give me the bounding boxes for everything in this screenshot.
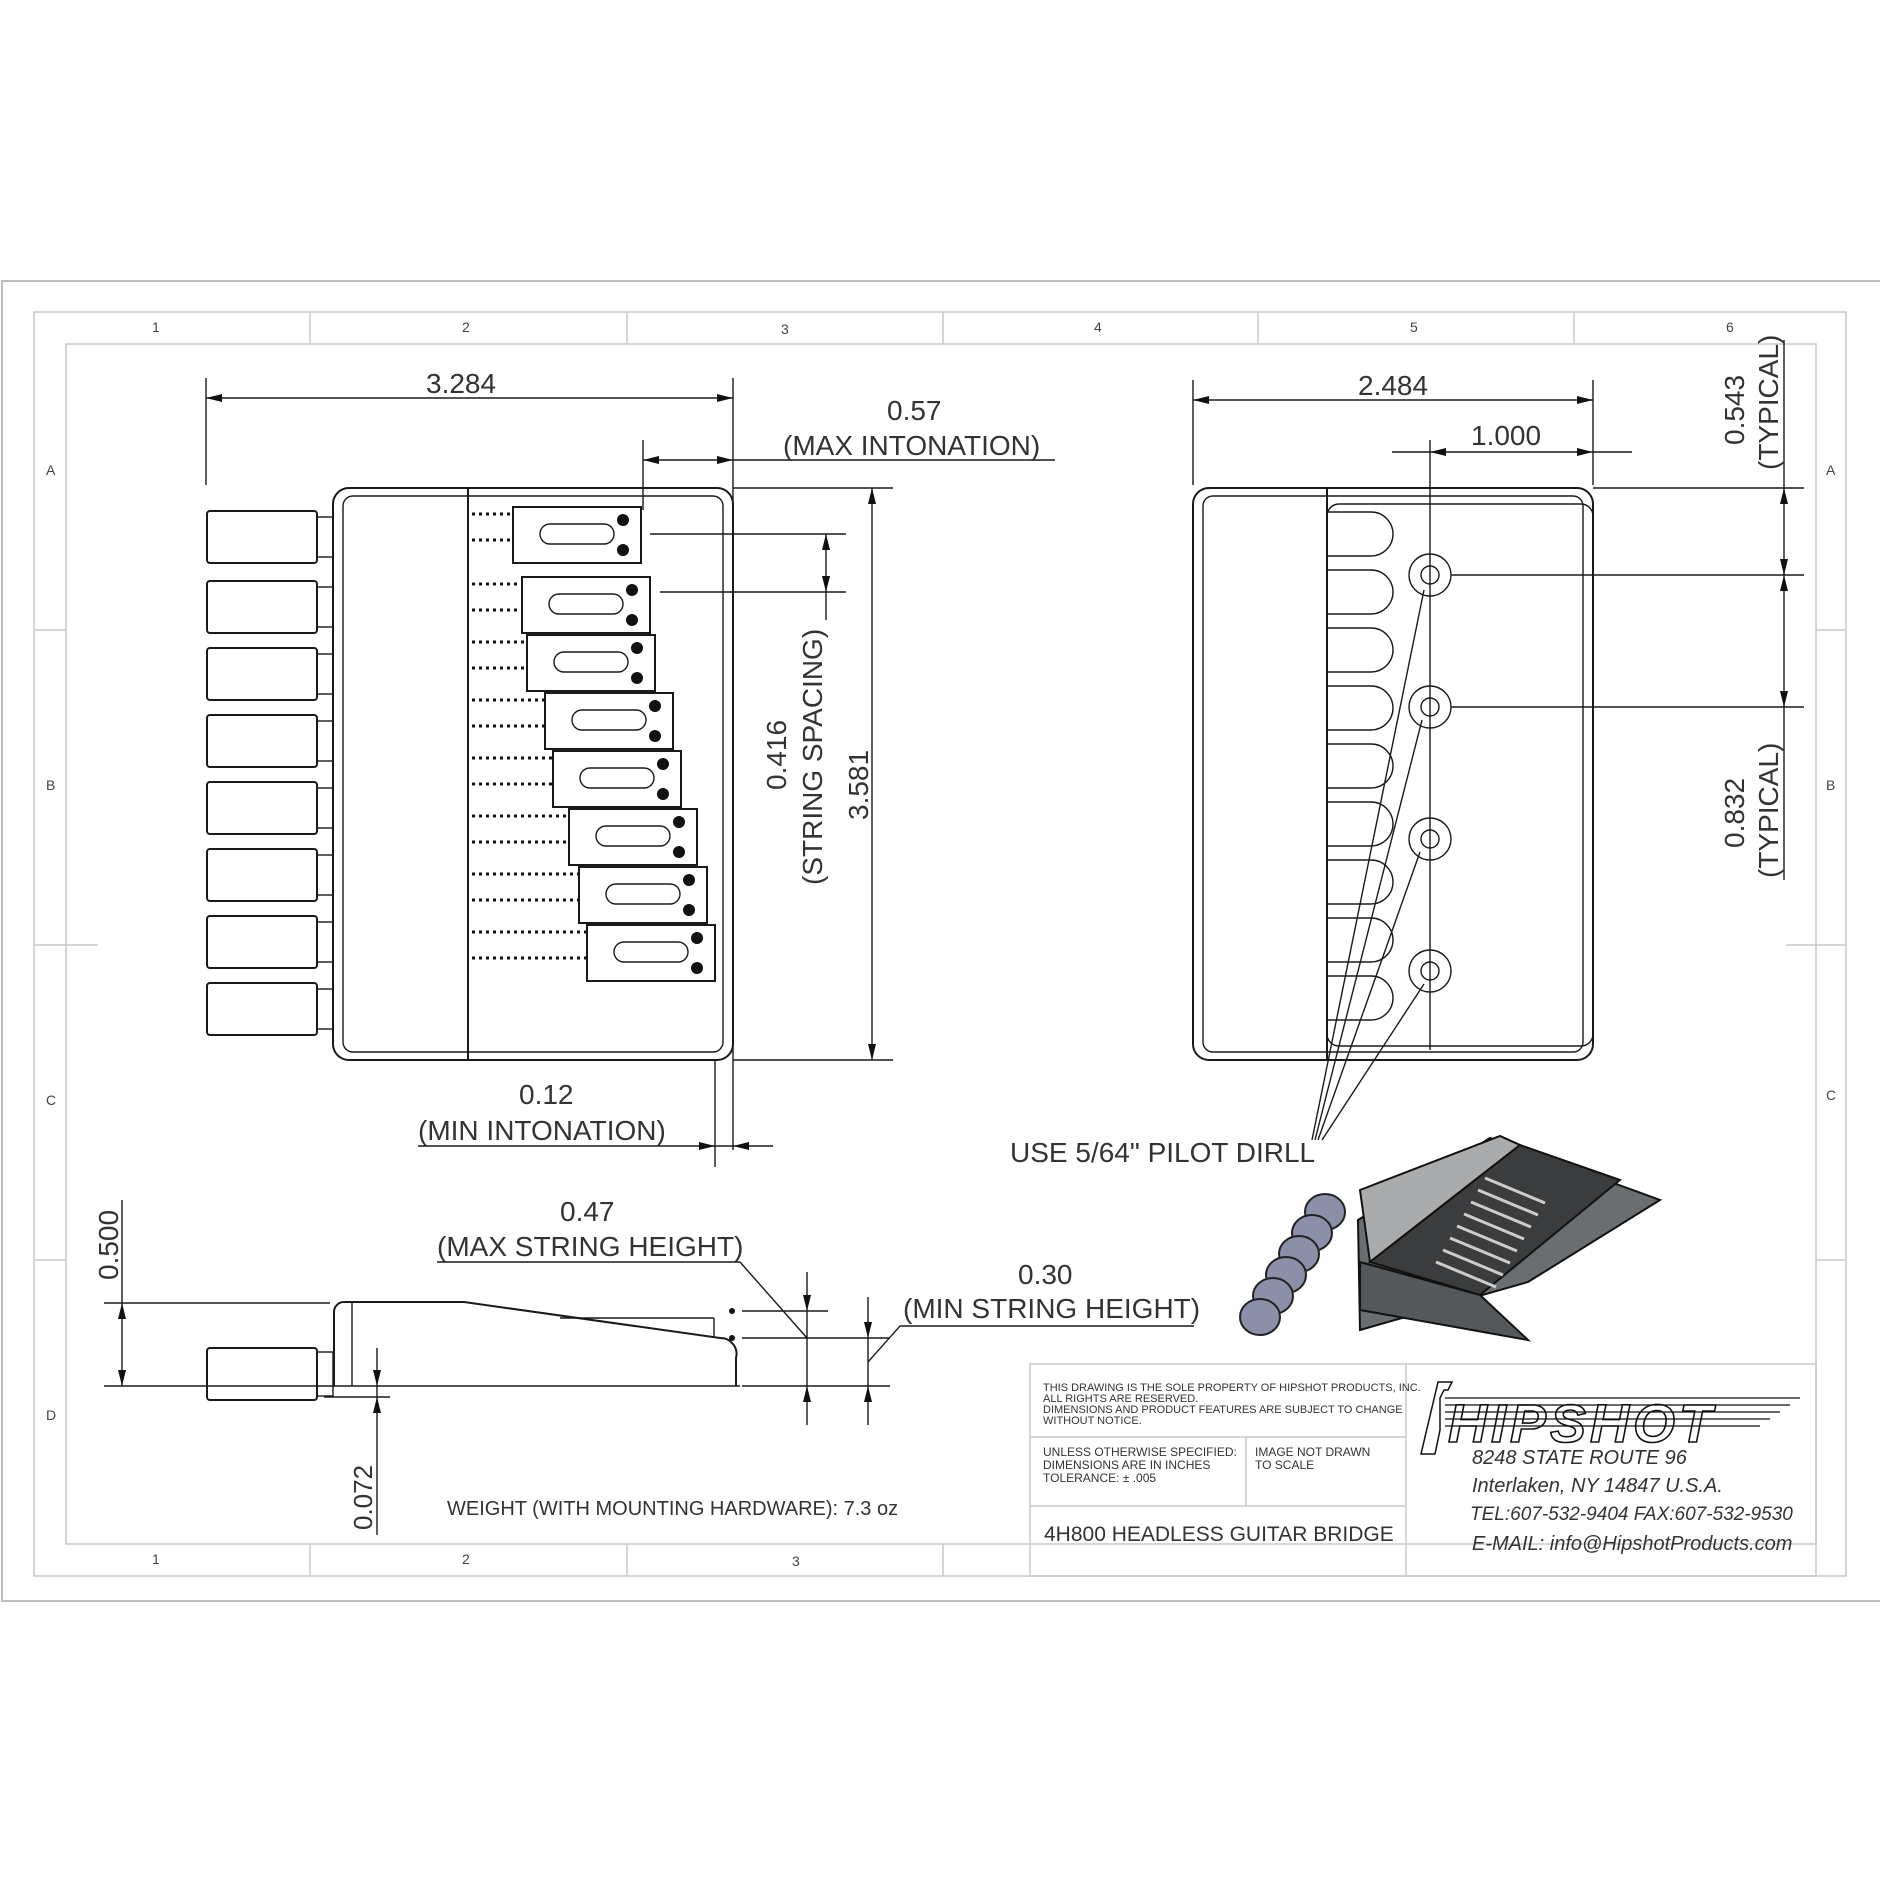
- top-view: 3.284 0.57 (MAX INTONATION) 3.581 0.416 …: [205, 368, 1055, 1167]
- sheet-edge: [1, 280, 1880, 1602]
- svg-text:3: 3: [781, 321, 789, 337]
- zone-border-inner: [65, 343, 1817, 1545]
- render-saddles: [1435, 1176, 1546, 1289]
- svg-text:B: B: [1826, 777, 1835, 793]
- svg-text:4: 4: [1094, 319, 1102, 335]
- dim-hole-spacing-value: 0.832: [1719, 778, 1750, 848]
- address-line-1: 8248 STATE ROUTE 96: [1472, 1447, 1688, 1469]
- dim-edge-to-hole-value: 0.543: [1719, 375, 1750, 445]
- spec-note-line-1: UNLESS OTHERWISE SPECIFIED:: [1043, 1445, 1237, 1459]
- dim-max-string-height-value: 0.47: [560, 1196, 615, 1227]
- spec-note-line-3: TOLERANCE: ± .005: [1043, 1471, 1156, 1485]
- zone-labels-right: A B C: [1826, 462, 1836, 1103]
- dim-string-spacing-label: (STRING SPACING): [797, 629, 828, 885]
- scale-note-line-2: TO SCALE: [1255, 1458, 1314, 1472]
- scale-note-line-1: IMAGE NOT DRAWN: [1255, 1445, 1370, 1459]
- zone-dividers-bottom: [309, 1544, 944, 1576]
- svg-text:2: 2: [462, 1551, 470, 1567]
- address-line-2: Interlaken, NY 14847 U.S.A.: [1472, 1475, 1723, 1497]
- render-tuners: [1239, 1193, 1346, 1336]
- zone-border-outer: [33, 311, 1847, 1577]
- isometric-render: [1239, 1134, 1663, 1342]
- dim-overall-length: 3.581: [843, 750, 874, 820]
- zone-dividers-left: [34, 629, 98, 1261]
- dim-hole-spacing-label: (TYPICAL): [1753, 743, 1784, 878]
- dim-max-intonation-label: (MAX INTONATION): [783, 430, 1040, 461]
- svg-text:6: 6: [1726, 319, 1734, 335]
- zone-labels-top: 1 2 3 4 5 6: [152, 319, 1734, 337]
- svg-text:C: C: [46, 1092, 56, 1108]
- zone-dividers-top: [309, 312, 1575, 344]
- dim-min-intonation-value: 0.12: [519, 1079, 574, 1110]
- dim-bottom-width: 2.484: [1358, 370, 1428, 401]
- dim-overall-width: 3.284: [426, 368, 496, 399]
- dim-min-string-height-label: (MIN STRING HEIGHT): [903, 1293, 1200, 1324]
- title-block: THIS DRAWING IS THE SOLE PROPERTY OF HIP…: [1029, 1363, 1817, 1577]
- svg-text:1: 1: [152, 1551, 160, 1567]
- svg-text:C: C: [1826, 1087, 1836, 1103]
- phone-fax: TEL:607-532-9404 FAX:607-532-9530: [1470, 1504, 1793, 1525]
- spec-note-line-2: DIMENSIONS ARE IN INCHES: [1043, 1458, 1210, 1472]
- svg-text:D: D: [46, 1407, 56, 1423]
- weight-note: WEIGHT (WITH MOUNTING HARDWARE): 7.3 oz: [447, 1498, 898, 1520]
- dim-plate-thickness: 0.072: [348, 1465, 378, 1530]
- svg-text:3: 3: [792, 1553, 800, 1569]
- dim-string-spacing-value: 0.416: [761, 720, 792, 790]
- zone-labels-left: A B C D: [46, 462, 56, 1423]
- hipshot-logo: HIPSHOT: [1420, 1381, 1800, 1455]
- property-notice-line-2: ALL RIGHTS ARE RESERVED.: [1043, 1393, 1198, 1405]
- saddles: [472, 506, 716, 982]
- bridge-body-outline: [332, 487, 734, 1061]
- svg-text:2: 2: [462, 319, 470, 335]
- property-notice-line-4: WITHOUT NOTICE.: [1043, 1415, 1142, 1427]
- side-view: 0.500 0.072 0.47 (MAX STRING HEIGHT) 0.3…: [93, 1196, 1200, 1535]
- zone-dividers-right: [1786, 629, 1846, 1261]
- dim-base-height: 0.500: [93, 1210, 124, 1280]
- dim-min-string-height-value: 0.30: [1018, 1259, 1073, 1290]
- pilot-drill-leaders: [1311, 589, 1425, 1141]
- part-title: 4H800 HEADLESS GUITAR BRIDGE: [1044, 1523, 1394, 1546]
- svg-text:A: A: [46, 462, 56, 478]
- bottom-view: USE 5/64" PILOT DIRLL 2.484 1.000 0.543 …: [1010, 335, 1804, 1168]
- svg-text:B: B: [46, 777, 55, 793]
- dim-edge-to-hole-label: (TYPICAL): [1753, 335, 1784, 470]
- email-address: E-MAIL: info@HipshotProducts.com: [1472, 1533, 1792, 1555]
- dim-min-intonation-label: (MIN INTONATION): [418, 1115, 666, 1146]
- logo-text: HIPSHOT: [1448, 1394, 1716, 1454]
- property-notice-line-1: THIS DRAWING IS THE SOLE PROPERTY OF HIP…: [1043, 1382, 1421, 1394]
- svg-text:A: A: [1826, 462, 1836, 478]
- dim-max-string-height-label: (MAX STRING HEIGHT): [437, 1231, 743, 1262]
- svg-text:1: 1: [152, 319, 160, 335]
- tuner-knobs: [206, 510, 334, 1036]
- dim-max-intonation-value: 0.57: [887, 395, 942, 426]
- property-notice-line-3: DIMENSIONS AND PRODUCT FEATURES ARE SUBJ…: [1043, 1404, 1403, 1416]
- saddle-slots: [1327, 511, 1394, 1021]
- svg-text:5: 5: [1410, 319, 1418, 335]
- dim-hole-offset: 1.000: [1471, 420, 1541, 451]
- zone-labels-bottom: 1 2 3: [152, 1551, 800, 1569]
- pilot-drill-note: USE 5/64" PILOT DIRLL: [1010, 1137, 1315, 1168]
